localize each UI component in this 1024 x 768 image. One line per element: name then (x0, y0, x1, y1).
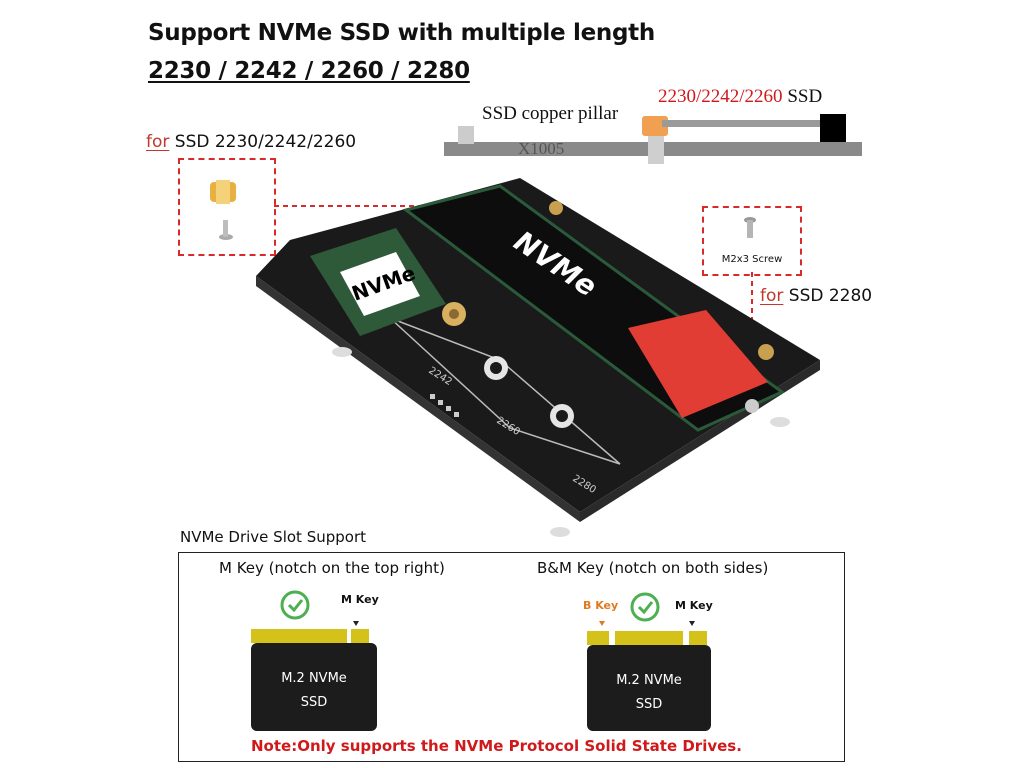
check-icon (280, 590, 310, 620)
slot-support-heading: NVMe Drive Slot Support (180, 528, 366, 546)
nvme-only-note: Note:Only supports the NVMe Protocol Sol… (251, 737, 742, 755)
led (438, 400, 443, 405)
small-ssd-label-sticker (340, 252, 420, 316)
led (454, 412, 459, 417)
check-icon (630, 592, 660, 622)
length-list: 2230 / 2242 / 2260 / 2280 (148, 58, 470, 84)
standoff (332, 347, 352, 357)
standoff (770, 417, 790, 427)
screw-label: M2x3 Screw (721, 254, 783, 265)
b-key-label: B Key (583, 599, 619, 612)
copper-pillar-callout-box (178, 158, 276, 256)
slot-support-panel: M Key (notch on the top right) B&M Key (… (178, 552, 845, 762)
ssd-side-bar (662, 120, 822, 127)
right-callout-label: for SSD 2280 (760, 286, 873, 306)
adapter-board: 2242 2260 2280 NVMe NVMe (256, 178, 820, 537)
page-title: Support NVMe SSD with multiple length (148, 20, 655, 46)
ssd-label-line2: SSD (635, 697, 663, 712)
big-ssd-red-sticker (628, 310, 768, 418)
ssd-word: SSD (787, 86, 823, 107)
ssd-length-label: 2230/2242/2260 (658, 86, 783, 107)
gold-contacts (251, 629, 347, 643)
left-callout-label: for SSD 2230/2242/2260 (146, 132, 357, 152)
m-key-label: M Key (341, 593, 379, 606)
bm-key-caption: B&M Key (notch on both sides) (537, 559, 769, 577)
side-view-diagram (444, 114, 862, 164)
m-key-arrow-icon (689, 621, 695, 626)
m2-connector (820, 114, 846, 142)
board-label: X1005 (518, 139, 565, 158)
gold-contacts (587, 631, 609, 645)
m2-ssd-body (587, 645, 711, 731)
ssd-label-line1: M.2 NVMe (616, 673, 682, 688)
led (446, 406, 451, 411)
standoff (550, 527, 570, 537)
copper-hole (549, 201, 563, 215)
copper-hole (758, 344, 774, 360)
b-key-arrow-icon (599, 621, 605, 626)
pillar-label: SSD copper pillar (482, 103, 619, 124)
m2x3-screw-installed (745, 399, 759, 413)
m-key-arrow-icon (353, 621, 359, 626)
m2-ssd-body (251, 643, 377, 731)
m-key-label-bm: M Key (675, 599, 713, 612)
m-key-caption: M Key (notch on the top right) (219, 559, 445, 577)
bm-key-ssd-graphic (587, 592, 711, 731)
copper-pillar (642, 116, 668, 136)
left-standoff (458, 126, 474, 144)
ssd-label-line1: M.2 NVMe (281, 671, 347, 686)
ssd-label-line2: SSD (300, 695, 328, 710)
m-key-ssd-graphic (251, 590, 377, 731)
copper-pillar-post (648, 136, 664, 164)
led (430, 394, 435, 399)
